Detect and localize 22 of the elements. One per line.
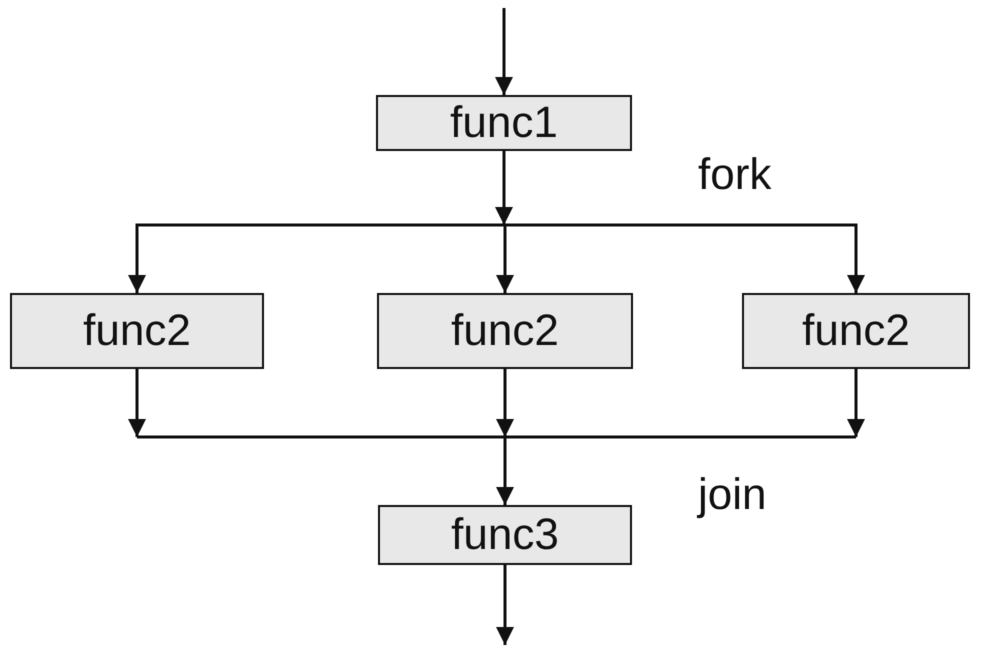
arrow — [128, 224, 504, 293]
arrow — [495, 8, 513, 95]
arrow — [495, 151, 513, 225]
process-box — [10, 293, 264, 369]
node-label: func2 — [451, 306, 559, 356]
process-box — [377, 293, 633, 369]
arrow — [496, 565, 514, 645]
annotation-label: join — [698, 470, 766, 520]
node-label: func1 — [450, 98, 558, 148]
node-label: func3 — [451, 510, 559, 560]
arrow — [128, 369, 146, 437]
process-box — [376, 95, 632, 151]
arrow — [847, 369, 865, 437]
process-box — [378, 505, 632, 565]
arrow — [496, 224, 514, 293]
node-label: func2 — [83, 306, 191, 356]
arrow — [504, 224, 865, 293]
arrow — [136, 436, 858, 506]
annotation-label: fork — [698, 150, 772, 200]
arrow — [496, 369, 514, 437]
process-box — [742, 293, 970, 369]
node-label: func2 — [802, 306, 910, 356]
